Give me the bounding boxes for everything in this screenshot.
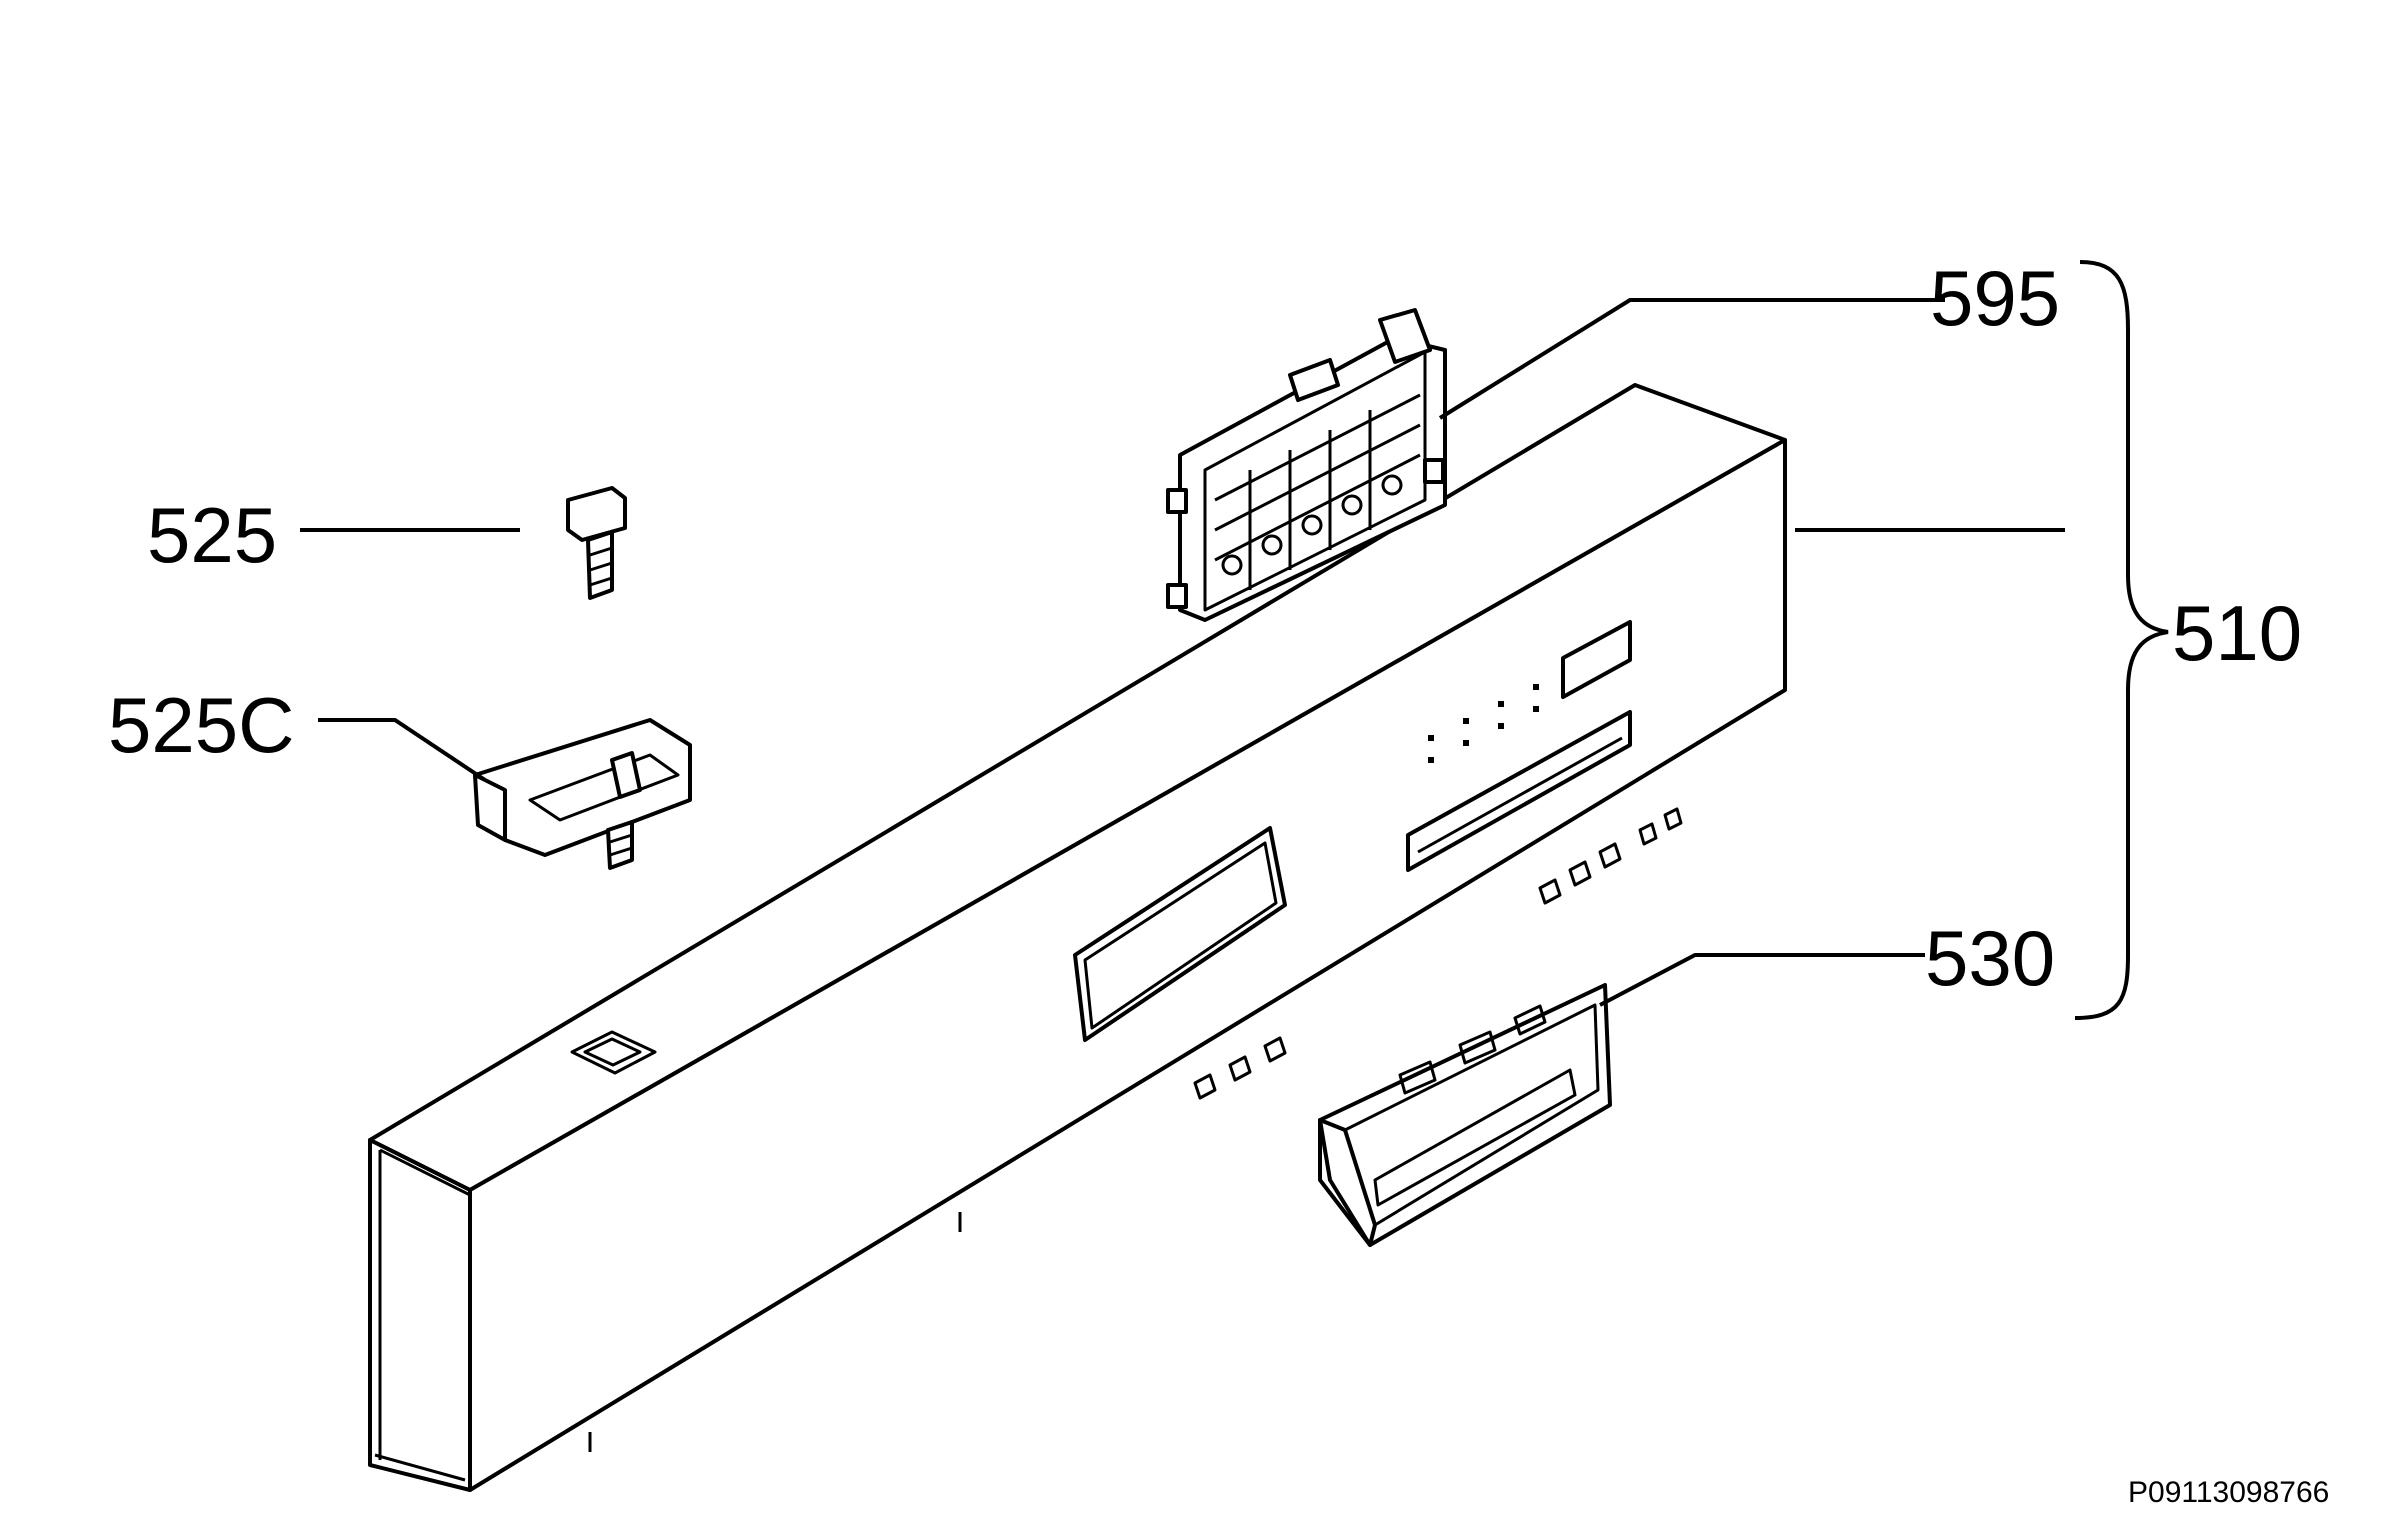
leader-595 (1438, 298, 1945, 420)
handle-part (1318, 983, 1612, 1247)
electronic-module (1166, 308, 1447, 622)
mounting-clips (588, 807, 1683, 1452)
display-window (1073, 826, 1287, 1042)
callout-510: 510 (2172, 589, 2302, 677)
leader-530 (1599, 953, 1925, 1007)
document-id: P09113098766 (2128, 1476, 2329, 1509)
top-square-opening (570, 1030, 657, 1075)
control-panel-housing (368, 383, 1787, 1492)
callout-530: 530 (1925, 914, 2055, 1002)
knob-part (566, 486, 627, 600)
knob-holder-part (473, 718, 692, 870)
callout-595: 595 (1930, 254, 2060, 342)
indicator-dots (1428, 684, 1539, 763)
button-strip (1406, 710, 1632, 872)
leader-525c (318, 718, 487, 782)
callout-525: 525 (147, 491, 277, 579)
group-brace (2074, 260, 2169, 1020)
callout-525c: 525C (108, 681, 294, 769)
small-display-slot (1561, 620, 1632, 699)
